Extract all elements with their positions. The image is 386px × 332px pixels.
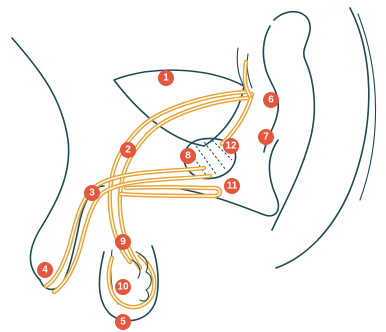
badge-number: 10 [117, 282, 129, 293]
badge-number: 2 [125, 145, 131, 156]
badge-rectum: 7 [258, 129, 274, 145]
badge-bladder: 1 [158, 70, 174, 86]
body-outline [12, 8, 376, 321]
badge-bulbourethral-gland: 11 [224, 178, 240, 194]
badge-penis-tip: 4 [37, 262, 53, 278]
badge-number: 4 [42, 265, 48, 276]
badge-scrotum: 5 [115, 314, 131, 330]
badge-testicle: 10 [115, 279, 131, 295]
badge-vas-deferens: 2 [120, 142, 136, 158]
badge-number: 11 [227, 181, 238, 192]
badge-seminal-vesicle: 6 [263, 92, 279, 108]
reproductive-ducts [46, 62, 252, 292]
badge-number: 9 [120, 237, 126, 248]
badge-number: 6 [268, 95, 274, 106]
badge-urethra-in-prostate: 12 [223, 138, 239, 154]
badge-number: 12 [225, 141, 237, 152]
badge-ejaculatory-duct-bend: 3 [84, 185, 100, 201]
badge-prostate: 8 [180, 148, 196, 164]
badge-number: 5 [120, 317, 126, 328]
badge-number: 1 [163, 73, 169, 84]
badge-number: 3 [89, 188, 95, 199]
testicle [109, 252, 154, 307]
badge-number: 7 [263, 132, 269, 143]
badge-epididymis: 9 [115, 234, 131, 250]
badge-number: 8 [185, 151, 191, 162]
